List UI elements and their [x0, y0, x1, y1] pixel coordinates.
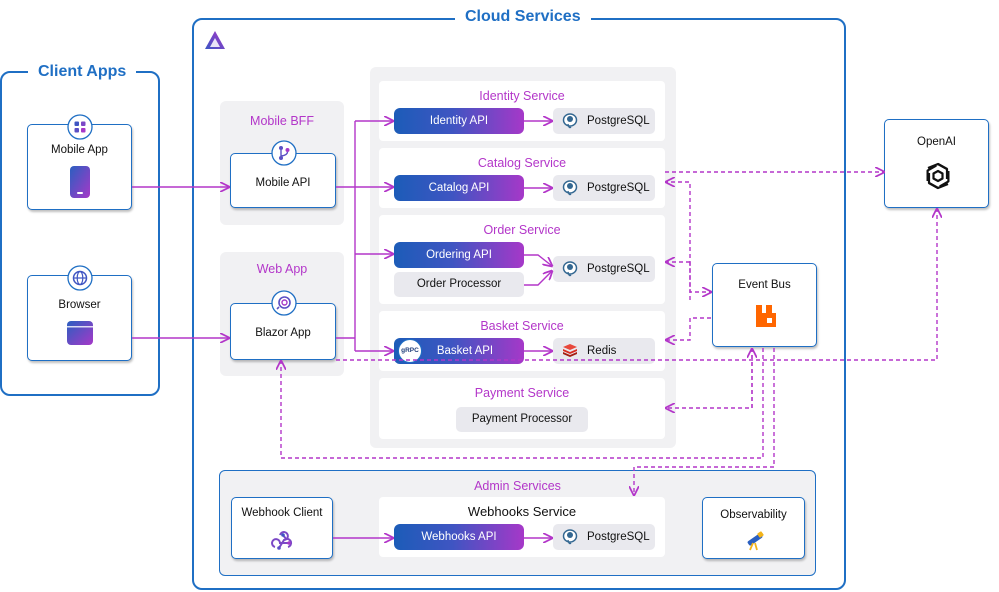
redis-icon [563, 344, 577, 357]
mobile-api-label: Mobile API [255, 177, 311, 189]
branch-icon [271, 140, 297, 166]
grpc-badge: gRPC [398, 339, 422, 363]
openai-card[interactable]: OpenAI [884, 119, 989, 208]
openai-icon [926, 162, 950, 190]
bus-to-blazor-arrow [281, 348, 764, 459]
app-grid-icon [67, 114, 93, 140]
webhooks-service-title: Webhooks Service [467, 504, 577, 519]
openai-label: OpenAI [917, 136, 956, 148]
postgresql-icon [562, 113, 578, 129]
webhooks-db-label: PostgreSQL [587, 531, 650, 543]
bff-trunk [336, 121, 356, 351]
browser-card[interactable]: Browser [27, 265, 132, 361]
mobile-app-card[interactable]: Mobile App [27, 114, 132, 210]
identity-db-label: PostgreSQL [587, 115, 650, 127]
payment-service-title: Payment Service [474, 386, 570, 400]
blazor-icon [271, 290, 297, 316]
catalog-db[interactable]: PostgreSQL [553, 175, 655, 201]
payment-processor[interactable]: Payment Processor [456, 407, 588, 432]
bus-to-basket-arrow [666, 317, 711, 340]
identity-service-title: Identity Service [479, 89, 565, 103]
browser-window-icon [67, 321, 93, 345]
order-db-label: PostgreSQL [587, 263, 650, 275]
identity-db[interactable]: PostgreSQL [553, 108, 655, 134]
blazor-to-openai-arrow [336, 209, 937, 361]
bus-to-catalog-arrow [666, 182, 691, 300]
observability-card[interactable]: Observability [702, 497, 805, 559]
blazor-app-card[interactable]: Blazor App [230, 290, 336, 360]
mobile-bff-title: Mobile BFF [250, 114, 314, 128]
webhook-icon [271, 531, 293, 550]
webhooks-api-button[interactable]: Webhooks API [394, 524, 524, 550]
web-app-title: Web App [256, 262, 308, 276]
catalog-service-title: Catalog Service [477, 156, 567, 170]
admin-services-title: Admin Services [474, 479, 561, 493]
event-bus-label: Event Bus [738, 279, 791, 291]
webhook-client-card[interactable]: Webhook Client [231, 497, 333, 559]
phone-icon [70, 166, 90, 198]
order-processor[interactable]: Order Processor [394, 272, 524, 297]
order-db[interactable]: PostgreSQL [553, 256, 655, 282]
processor-db-arrow [524, 271, 552, 286]
ordering-db-arrow [524, 254, 552, 266]
browser-label: Browser [58, 299, 101, 311]
rabbitmq-icon [756, 305, 776, 327]
identity-api-button[interactable]: Identity API [394, 108, 524, 134]
mobile-api-card[interactable]: Mobile API [230, 140, 336, 208]
observability-label: Observability [720, 509, 787, 521]
globe-icon [67, 265, 93, 291]
grpc-badge-label: gRPC [401, 347, 419, 354]
postgresql-icon [562, 180, 578, 196]
basket-db-label: Redis [587, 345, 617, 357]
bus-to-payment-arrow [666, 348, 753, 408]
mobile-app-label: Mobile App [51, 144, 108, 156]
order-to-bus-arrow [689, 262, 711, 292]
webhooks-db[interactable]: PostgreSQL [553, 524, 655, 550]
postgresql-icon [562, 529, 578, 545]
basket-api-label: Basket API [436, 345, 494, 357]
bus-to-webhooks-arrow [634, 348, 775, 495]
event-bus-card[interactable]: Event Bus [712, 263, 817, 347]
blazor-app-label: Blazor App [255, 327, 311, 339]
postgresql-icon [562, 261, 578, 277]
aspire-logo-icon [205, 31, 225, 49]
basket-service-title: Basket Service [480, 319, 564, 333]
order-service-title: Order Service [483, 223, 561, 237]
client-apps-title: Client Apps [28, 62, 137, 82]
catalog-db-label: PostgreSQL [587, 182, 650, 194]
catalog-api-button[interactable]: Catalog API [394, 175, 524, 201]
ordering-api-button[interactable]: Ordering API [394, 242, 524, 268]
cloud-services-title: Cloud Services [455, 7, 591, 27]
telescope-icon [747, 531, 764, 551]
webhook-client-label: Webhook Client [241, 507, 323, 519]
